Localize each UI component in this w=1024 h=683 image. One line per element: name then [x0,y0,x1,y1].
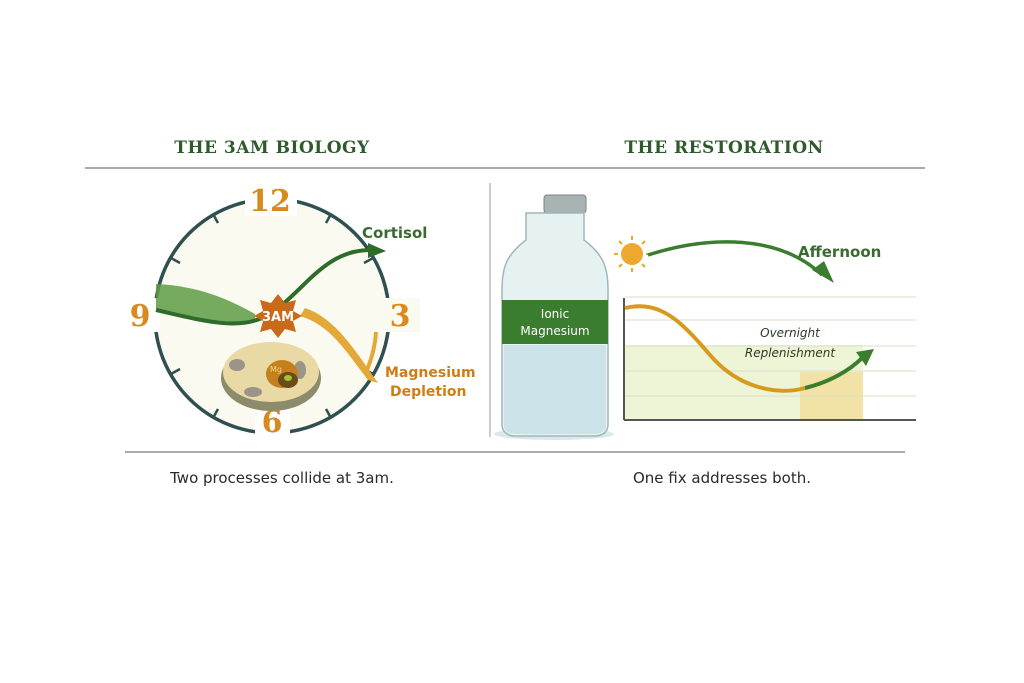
sun-icon [614,236,650,272]
left-caption: Two processes collide at 3am. [169,469,394,487]
clock-number-12: 12 [249,184,291,219]
replenishment-chart: Overnight Replenishment [623,296,916,421]
afternoon-label: Affernoon [798,243,881,261]
bottle-label-line2: Magnesium [520,324,589,338]
cell-mg-label: Mg [270,365,282,374]
3am-badge-label: 3AM [262,310,294,325]
clock-ticks [170,213,374,419]
clock-number-9: 9 [130,299,151,334]
magnesium-label-line2: Depletion [390,384,467,400]
afternoon-arrowhead [812,261,834,283]
right-caption: One fix addresses both. [633,469,811,487]
magnesium-depletion-band [300,308,378,383]
replenishment-arrowhead [856,349,874,366]
clock-number-6: 6 [262,405,283,440]
bottle-label-line1: Ionic [541,307,569,321]
cortisol-band [156,284,255,323]
overnight-label-line1: Overnight [760,326,821,340]
clock-number-3: 3 [390,299,411,334]
right-title: THE RESTORATION [624,138,823,158]
cell-icon: Mg [221,342,321,411]
overnight-label-line2: Replenishment [745,346,837,360]
afternoon-arrow [647,240,824,277]
magnesium-level-curve [624,304,806,393]
replenishment-curve [804,356,864,390]
cortisol-arrowhead [368,243,386,258]
cortisol-label: Cortisol [362,224,427,242]
ionic-magnesium-bottle: Ionic Magnesium [494,194,614,440]
left-title: THE 3AM BIOLOGY [174,138,370,158]
magnesium-label-line1: Magnesium [385,365,476,381]
clock-diagram: 12 3 6 9 Cortisol Magnesium Depletion 3A… [125,184,476,440]
bottle-label [502,300,608,344]
3am-starburst-icon [254,294,302,338]
